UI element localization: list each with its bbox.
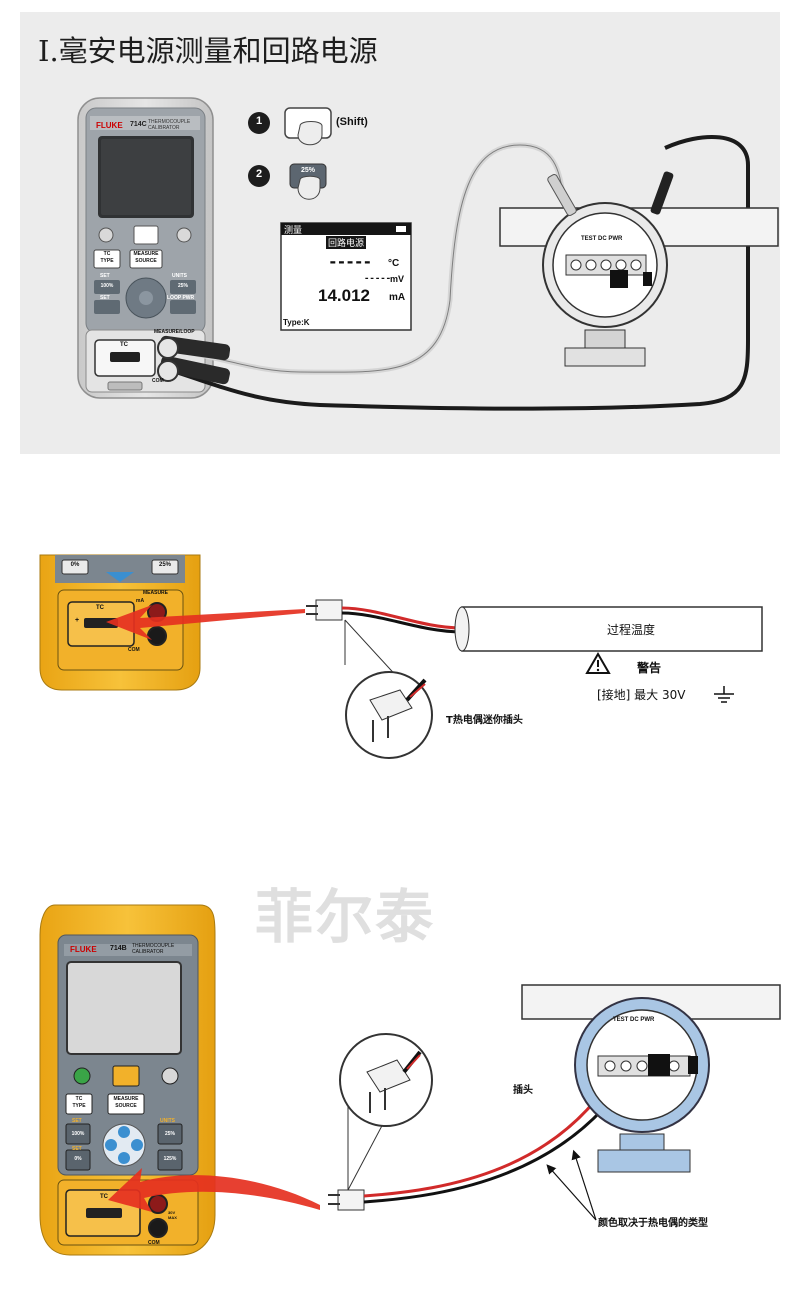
display-temp-dashes: ----- [328, 252, 372, 271]
com-label-3: COM [148, 1240, 160, 1246]
jack-tc-label-3: TC [100, 1194, 108, 1200]
measure-source-key[interactable]: MEASURE SOURCE [130, 251, 162, 265]
section-2-title: II.热电偶测量温度 [38, 491, 274, 525]
tc-type-key-3[interactable]: TC TYPE [66, 1096, 92, 1110]
wire-color-note: 颜色取决于热电偶的类型 [598, 1218, 708, 1229]
loop-pwr-label: LOOP PWR [167, 295, 195, 301]
terminal-header-3: TEST DC PWR [613, 1017, 655, 1023]
warning-detail: [接地] 最大 30V [597, 688, 686, 702]
partial-plug-label: 插头 [513, 1085, 533, 1096]
key-25pct-2[interactable]: 25% [158, 562, 171, 568]
section-1-title: I.毫安电源测量和回路电源 [38, 34, 378, 68]
warning-icon [585, 652, 611, 674]
display-mode: 回路电源 [326, 236, 367, 249]
watermark: 菲尔泰 [255, 883, 436, 951]
display-type: Type:K [283, 318, 310, 327]
display-mv-dashes: ----- [364, 274, 392, 284]
measure-loop-label: MEASURE/LOOP [154, 329, 195, 335]
com-label-2: COM [128, 647, 140, 653]
warning-label: 警告 [637, 661, 662, 675]
plus-label-2: + [75, 617, 80, 624]
meter-model-3: 714B [110, 945, 127, 952]
tc-type-key-3-line1: TC [75, 1096, 83, 1102]
terminal-header-1: TEST DC PWR [581, 236, 623, 242]
max-label-3: 30V MAX [168, 1210, 177, 1220]
pct100-key-3[interactable]: 100% [71, 1131, 85, 1137]
set-label-3-upper: SET [72, 1118, 82, 1124]
thermocouple-probe-section2 [306, 599, 763, 759]
meter-714b [39, 904, 216, 1256]
meter-section2 [39, 554, 201, 691]
ground-icon [714, 686, 734, 703]
plug-label-2: T热电偶迷你插头 [446, 715, 523, 726]
tc-type-key-line2: TYPE [100, 258, 114, 264]
red-arrow-section3 [108, 1168, 320, 1212]
pct25-step-key[interactable]: 25% [300, 167, 315, 174]
shift-note: (Shift) [336, 116, 368, 128]
set-label-upper: SET [100, 273, 110, 279]
tc-type-key-line1: TC [103, 251, 111, 257]
thermocouple-probe-section3 [328, 1033, 638, 1221]
step-1-number: 1 [255, 115, 263, 127]
measure-key-line2: SOURCE [135, 258, 157, 264]
section-2-panel: II.热电偶测量温度 [20, 465, 780, 808]
process-temp-label: 过程温度 [607, 623, 656, 637]
set-label-3-lower: SET [72, 1146, 82, 1152]
pct25-key-3[interactable]: 25% [164, 1131, 175, 1137]
tc-type-key-3-line2: TYPE [72, 1103, 86, 1109]
set-label-lower: SET [100, 295, 110, 301]
red-arrow-section2 [106, 605, 305, 640]
display-top-left: 测量 [284, 226, 303, 236]
measure-source-key-3[interactable]: MEASURE SOURCE [108, 1096, 144, 1110]
tc-label-2: TC [96, 605, 104, 611]
pct100-key[interactable]: 100% [100, 283, 114, 289]
display-mv-unit: mV [390, 274, 405, 284]
meter-brand-1: FLUKE [96, 121, 123, 130]
pct0-key-3[interactable]: 0% [74, 1156, 82, 1162]
step-2-number: 2 [255, 168, 263, 180]
units-label: UNITS [172, 273, 187, 279]
tc-type-key[interactable]: TC TYPE [94, 251, 120, 265]
measure-key-line1: MEASURE [133, 251, 159, 257]
display-temp-unit: °C [388, 258, 400, 269]
measure-key-3-line1: MEASURE [113, 1096, 139, 1102]
ma-label-2: mA [136, 598, 145, 604]
section-1-panel: I.毫安电源测量和回路电源 [20, 12, 780, 454]
pct125-key-3[interactable]: 125% [163, 1156, 177, 1162]
jack-tc-label-1: TC [120, 342, 128, 348]
measure-key-3-line2: SOURCE [115, 1103, 137, 1109]
units-label-3: UNITS [160, 1118, 175, 1124]
transmitter-section3 [521, 984, 781, 1173]
meter-subtitle-1: THERMOCOUPLE CALIBRATOR [148, 119, 191, 131]
com-label-1: COM [152, 378, 164, 384]
meter-brand-3: FLUKE [70, 945, 97, 954]
display-ma-value: 14.012 [318, 286, 370, 305]
pct25-key[interactable]: 25% [177, 283, 188, 289]
display-ma-unit: mA [389, 292, 406, 303]
meter-model-1: 714C [130, 121, 147, 128]
meter-subtitle-3: THERMOCOUPLE CALIBRATOR [132, 943, 175, 955]
key-0pct-2[interactable]: 0% [70, 562, 80, 568]
measure-label-2: MEASURE [143, 590, 169, 596]
